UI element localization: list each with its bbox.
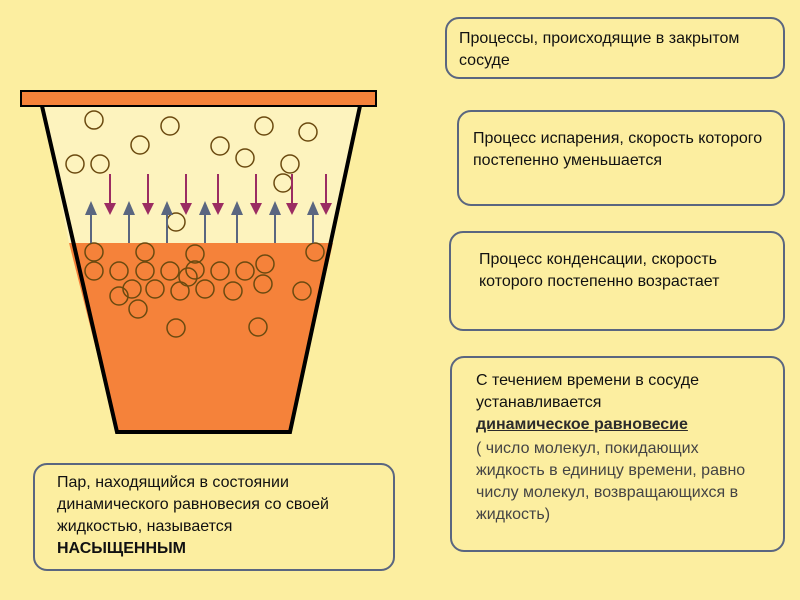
saturated-vapor-box: Пар, находящийся в состоянии динамическо… <box>33 463 395 571</box>
equilibrium-intro: С течением времени в сосуде устанавливае… <box>476 370 763 414</box>
equilibrium-note: ( число молекул, покидающих жидкость в е… <box>476 438 763 526</box>
condensation-text: Процесс конденсации, скорость которого п… <box>479 249 755 293</box>
processes-title-box: Процессы, происходящие в закрытом сосуде <box>445 17 785 79</box>
processes-title-text: Процессы, происходящие в закрытом сосуде <box>459 28 771 72</box>
equilibrium-term: динамическое равновесие <box>476 414 763 436</box>
saturated-word: НАСЫЩЕННЫМ <box>57 538 371 560</box>
saturated-text: Пар, находящийся в состоянии динамическо… <box>57 472 371 538</box>
evaporation-text: Процесс испарения, скорость которого пос… <box>473 128 769 172</box>
vessel-diagram <box>0 0 440 440</box>
evaporation-box: Процесс испарения, скорость которого пос… <box>457 110 785 206</box>
vessel-lid <box>21 91 376 106</box>
condensation-box: Процесс конденсации, скорость которого п… <box>449 231 785 331</box>
equilibrium-box: С течением времени в сосуде устанавливае… <box>450 356 785 552</box>
